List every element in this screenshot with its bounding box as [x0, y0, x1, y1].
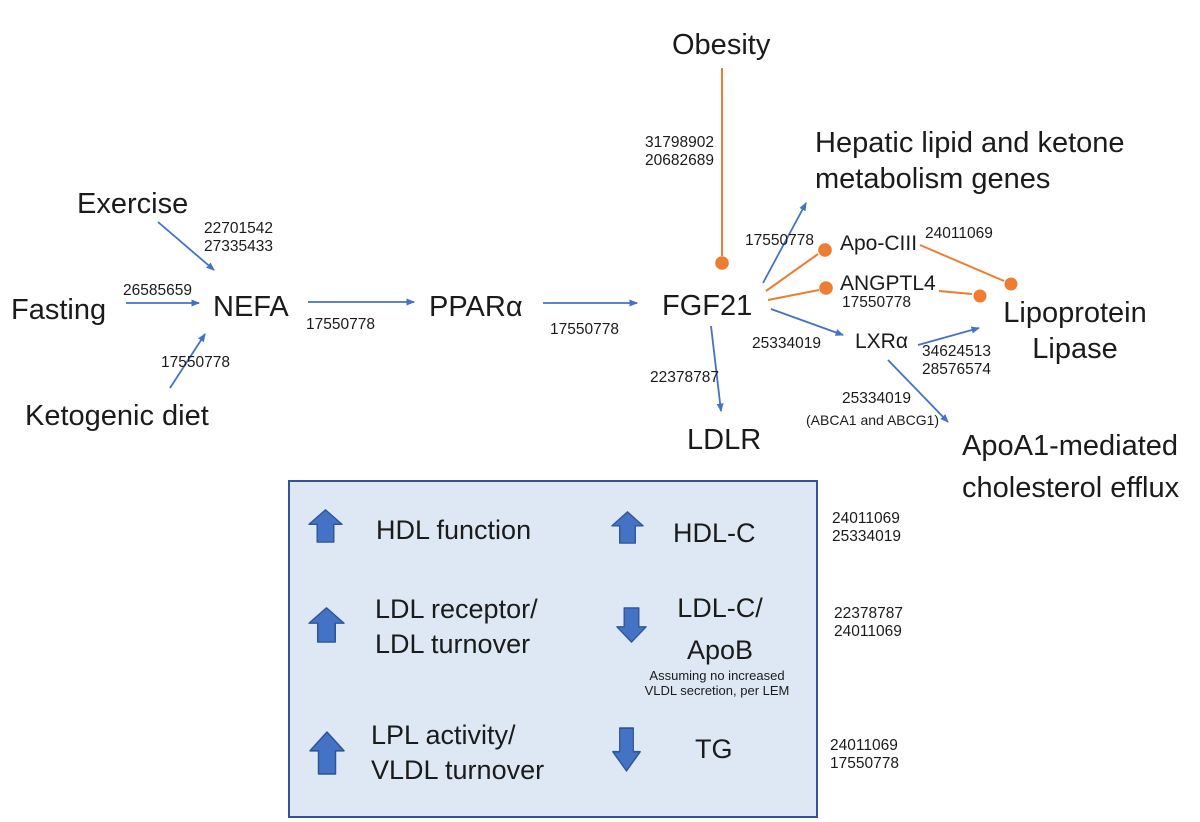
edge-lxra-apoa1 [887, 359, 949, 423]
edge-fgf21-lxra [770, 308, 845, 336]
edge-fgf21-ldlr [710, 325, 724, 413]
edge-fgf21-angptl4 [767, 289, 820, 301]
node-lipoprotein-lipase: Lipoprotein Lipase [1003, 297, 1147, 366]
edge-label-lxra-apoa1: 25334019 [842, 390, 911, 407]
down-arrow-icon [616, 607, 647, 643]
node-apoa1-efflux: ApoA1-mediated cholesterol efflux [962, 430, 1180, 505]
inhibit-dot-angptl4-lpl [973, 289, 987, 303]
legend-note: Assuming no increased VLDL secretion, pe… [644, 668, 790, 699]
inhibit-dot-apociii [818, 243, 832, 257]
inhibit-dot-angptl4 [819, 281, 833, 295]
legend-box [288, 480, 818, 818]
down-arrow-icon [612, 727, 641, 772]
edge-label-fgf21-angptl4: 17550778 [842, 294, 911, 311]
edge-label-apociii-lpl: 24011069 [925, 225, 993, 242]
node-ldlr: LDLR [687, 424, 762, 456]
up-arrow-icon [309, 731, 345, 775]
edge-label-exercise-nefa: 22701542 27335433 [204, 220, 273, 255]
edge-angptl4-lpl [938, 290, 973, 295]
edge-exercise-nefa [157, 221, 215, 271]
up-arrow-icon [308, 509, 343, 543]
node-fasting: Fasting [11, 294, 107, 326]
node-obesity: Obesity [672, 29, 771, 61]
edge-fgf21-hepatic [762, 202, 807, 284]
edge-label-obesity-fgf21: 31798902 20682689 [645, 134, 714, 169]
edge-label-ppara-fgf21: 17550778 [550, 321, 619, 338]
inhibit-dot-apociii-lpl [1004, 277, 1018, 291]
node-exercise: Exercise [77, 188, 189, 220]
legend-tg: TG [695, 734, 733, 764]
edge-fgf21-apociii [765, 253, 819, 292]
edge-ketogenic-nefa [169, 333, 206, 389]
legend-ldl-c-apob: LDL-C/ ApoB [677, 593, 763, 665]
legend-hdl-function: HDL function [376, 515, 532, 545]
up-arrow-icon [308, 607, 345, 643]
node-hepatic-genes: Hepatic lipid and ketone metabolism gene… [815, 127, 1125, 196]
legend-refs-ldl: 22378787 24011069 [834, 605, 903, 640]
node-angptl4: ANGPTL4 [840, 272, 936, 295]
edge-lxra-lpl [917, 326, 981, 346]
edge-label-ketogenic-nefa: 17550778 [161, 354, 230, 371]
edge-label-fasting-nefa: 26585659 [123, 282, 192, 299]
legend-ldl-receptor: LDL receptor/ LDL turnover [375, 594, 538, 660]
legend-refs-tg: 24011069 17550778 [830, 737, 899, 772]
up-arrow-icon [611, 511, 644, 544]
legend-lpl-activity: LPL activity/ VLDL turnover [371, 720, 545, 786]
node-ppara: PPARα [429, 291, 523, 323]
legend-hdl-c: HDL-C [673, 518, 756, 548]
edge-label-fgf21-ldlr: 22378787 [650, 369, 719, 386]
node-fgf21: FGF21 [662, 290, 753, 322]
node-lxra: LXRα [855, 330, 908, 353]
edge-label-fgf21-lxra: 25334019 [752, 335, 821, 352]
edge-label-lxra-apoa1-genes: (ABCA1 and ABCG1) [806, 412, 940, 428]
edge-label-fgf21-hepatic: 17550778 [745, 232, 814, 249]
edge-apociii-lpl [919, 244, 1005, 282]
edge-label-nefa-ppara: 17550778 [306, 316, 375, 333]
edge-label-lxra-lpl: 34624513 28576574 [922, 343, 991, 378]
legend-refs-hdl: 24011069 25334019 [832, 510, 901, 545]
node-nefa: NEFA [213, 291, 289, 323]
node-ketogenic-diet: Ketogenic diet [25, 400, 209, 432]
inhibit-dot-obesity [715, 256, 729, 270]
node-apociii: Apo-CIII [840, 232, 918, 255]
